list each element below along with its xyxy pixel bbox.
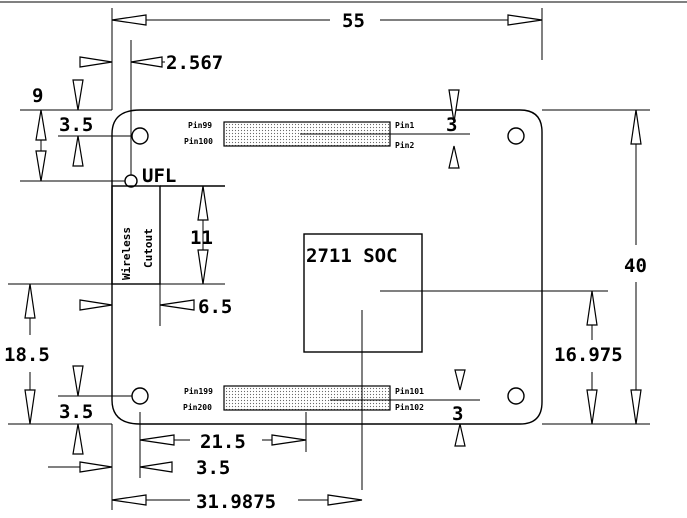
dim215-arrow-right bbox=[271, 434, 307, 446]
pin200-label: Pin200 bbox=[183, 402, 212, 412]
dim-11: 11 bbox=[190, 227, 213, 249]
dim-65: 6.5 bbox=[198, 296, 232, 318]
dim11-arrow-top bbox=[197, 185, 209, 221]
dim9-arrow-bottom bbox=[35, 150, 47, 182]
dim-35-bottom: 3.5 bbox=[59, 401, 93, 423]
dim3top-arrow-top bbox=[448, 89, 460, 123]
bottom-connector bbox=[223, 385, 391, 411]
dim55-arrow-left bbox=[111, 14, 147, 26]
mount-hole-tr bbox=[507, 127, 525, 145]
dim11-arrow-bottom bbox=[197, 249, 209, 285]
mount-hole-bl bbox=[131, 387, 149, 405]
dim3top-arrow-bottom bbox=[448, 145, 460, 169]
pin199-label: Pin199 bbox=[184, 386, 213, 396]
dim2567-arrow-right bbox=[130, 56, 163, 68]
dim3bot-arrow-bottom bbox=[454, 423, 466, 447]
dim-3-top: 3 bbox=[446, 114, 457, 136]
dim2567-arrow-left bbox=[79, 56, 113, 68]
dim35b-arrow-left bbox=[79, 461, 113, 473]
cutout-label: Cutout bbox=[142, 228, 155, 268]
dim9-arrow-top bbox=[35, 109, 47, 141]
dim-55: 55 bbox=[342, 10, 365, 32]
dim40-arrow-bottom bbox=[630, 389, 642, 425]
dim55-arrow-right bbox=[507, 14, 543, 26]
dim-9: 9 bbox=[32, 85, 43, 107]
pin101-label: Pin101 bbox=[395, 386, 424, 396]
dim-3-bottom: 3 bbox=[452, 403, 463, 425]
soc-chip bbox=[303, 233, 423, 353]
dim3bot-arrow-top bbox=[454, 369, 466, 391]
dim35b-arrow-right bbox=[139, 461, 173, 473]
dim319-arrow-left bbox=[111, 494, 147, 506]
dim-2567: 2.567 bbox=[166, 52, 223, 74]
dim215-arrow-left bbox=[139, 434, 175, 446]
dim-35-top: 3.5 bbox=[59, 114, 93, 136]
dim65-arrow-left bbox=[79, 299, 113, 311]
pin100-label: Pin100 bbox=[184, 136, 213, 146]
dim-40: 40 bbox=[624, 255, 647, 277]
mount-hole-br bbox=[507, 387, 525, 405]
dim319-arrow-right bbox=[327, 494, 363, 506]
dim185-arrow-bottom bbox=[24, 389, 36, 425]
wireless-cutout bbox=[111, 185, 161, 285]
dim-215: 21.5 bbox=[200, 431, 246, 453]
wireless-label: Wireless bbox=[120, 227, 133, 280]
dim35bot-arrow-bottom bbox=[72, 423, 84, 455]
pin99-label: Pin99 bbox=[188, 120, 212, 130]
dim35top-arrow-top bbox=[72, 79, 84, 111]
ufl-label: UFL bbox=[142, 165, 176, 187]
board-outline bbox=[111, 109, 543, 425]
dim185-arrow-top bbox=[24, 283, 36, 319]
dim-16975: 16.975 bbox=[554, 344, 623, 366]
mount-hole-tl bbox=[131, 127, 149, 145]
pin102-label: Pin102 bbox=[395, 402, 424, 412]
dim35bot-arrow-top bbox=[72, 365, 84, 397]
dim35top-arrow-bottom bbox=[72, 135, 84, 167]
ufl-connector bbox=[124, 174, 138, 188]
dim16975-arrow-top bbox=[586, 290, 598, 326]
dim-185: 18.5 bbox=[4, 344, 50, 366]
soc-label: 2711 SOC bbox=[306, 245, 398, 267]
dim-35-b: 3.5 bbox=[196, 457, 230, 479]
dim40-arrow-top bbox=[630, 109, 642, 145]
pin2-label: Pin2 bbox=[395, 140, 414, 150]
dim-319875: 31.9875 bbox=[196, 491, 276, 513]
dim65-arrow-right bbox=[159, 299, 195, 311]
pin1-label: Pin1 bbox=[395, 120, 414, 130]
dim16975-arrow-bottom bbox=[586, 389, 598, 425]
